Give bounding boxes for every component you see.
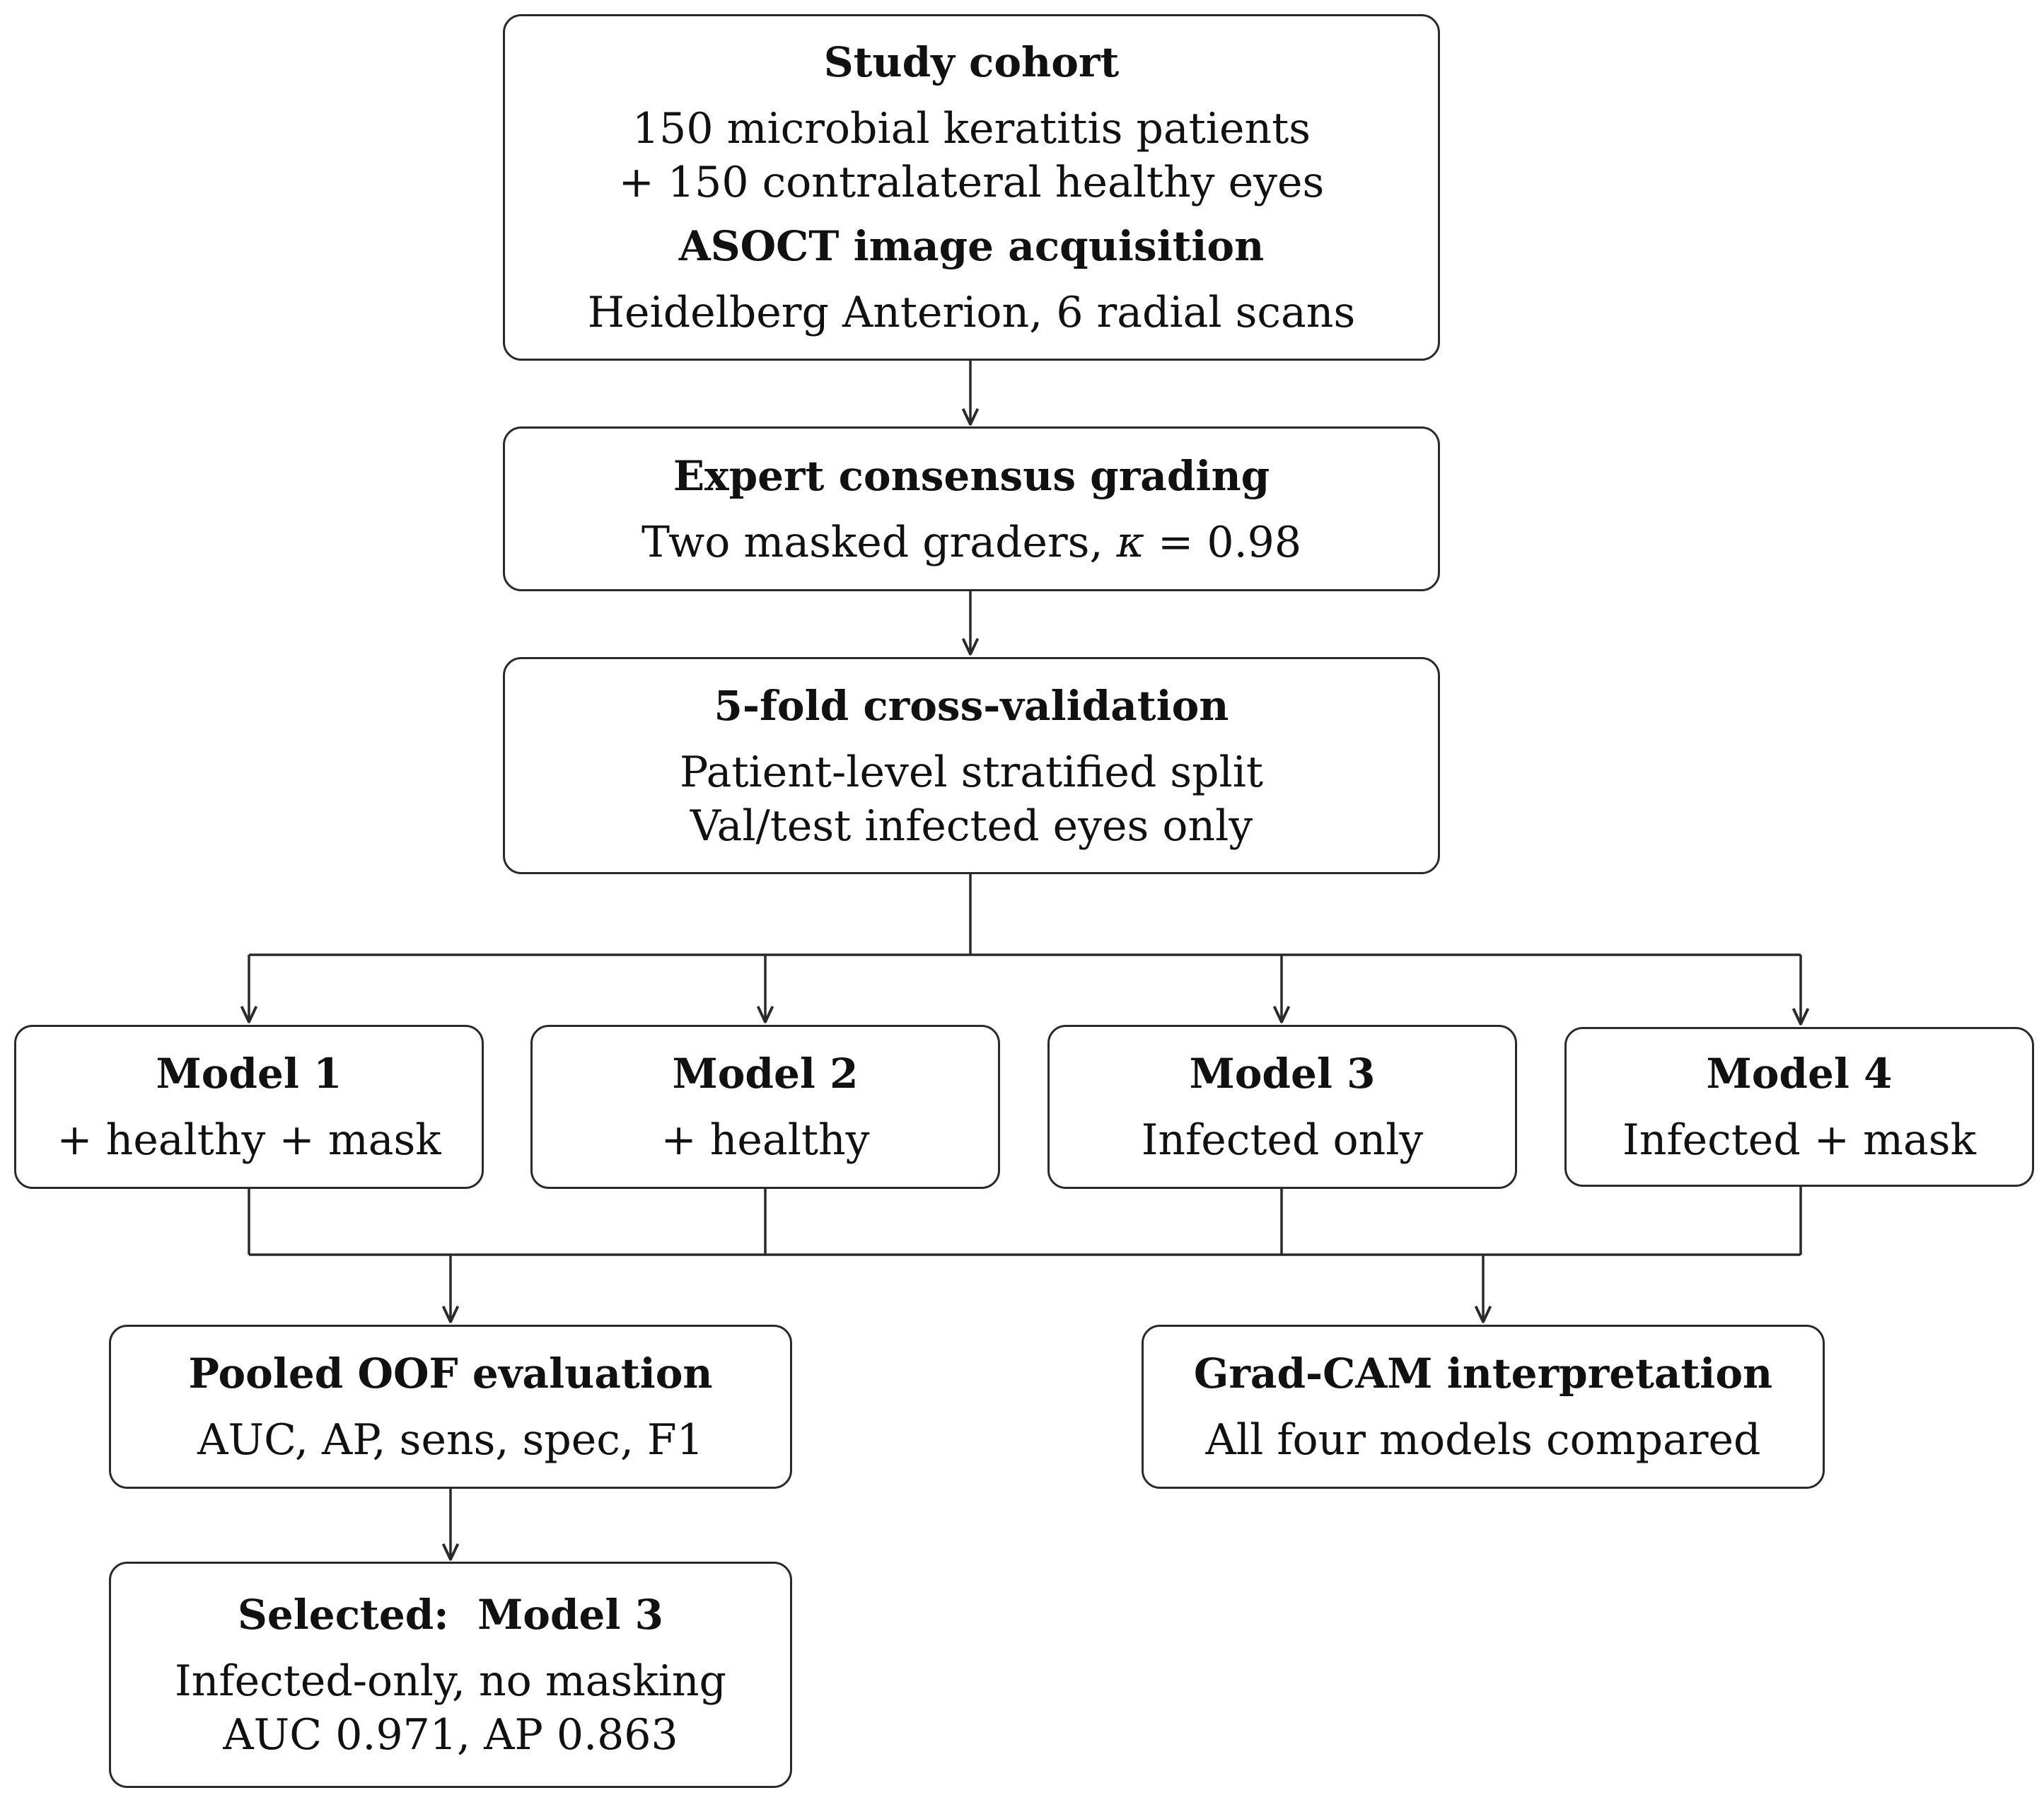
study-cohort-line-2: + 150 contralateral healthy eyes xyxy=(618,158,1325,207)
cross-validation-title: 5-fold cross-validation xyxy=(714,681,1229,730)
model-1-box: Model 1 + healthy + mask xyxy=(14,1025,484,1189)
model-3-box: Model 3 Infected only xyxy=(1047,1025,1517,1189)
study-cohort-line-1: 150 microbial keratitis patients xyxy=(632,104,1311,153)
gradcam-line: All four models compared xyxy=(1205,1415,1761,1465)
kappa-symbol: κ xyxy=(1116,517,1144,567)
model-4-title: Model 4 xyxy=(1706,1050,1893,1098)
selected-model-line-2: AUC 0.971, AP 0.863 xyxy=(223,1710,678,1760)
expert-grading-suffix: = 0.98 xyxy=(1144,517,1301,567)
model-2-title: Model 2 xyxy=(672,1050,859,1098)
asoct-acquisition-title: ASOCT image acquisition xyxy=(678,222,1265,270)
model-3-line: Infected only xyxy=(1141,1115,1424,1165)
model-4-line: Infected + mask xyxy=(1622,1115,1976,1165)
expert-grading-line: Two masked graders, κ = 0.98 xyxy=(641,516,1301,569)
model-2-line: + healthy xyxy=(661,1115,870,1165)
expert-grading-title: Expert consensus grading xyxy=(673,451,1270,500)
model-1-title: Model 1 xyxy=(156,1050,342,1098)
expert-grading-box: Expert consensus grading Two masked grad… xyxy=(503,426,1440,591)
model-4-box: Model 4 Infected + mask xyxy=(1564,1027,2034,1187)
gradcam-box: Grad-CAM interpretation All four models … xyxy=(1142,1325,1825,1489)
study-cohort-title: Study cohort xyxy=(823,38,1120,86)
expert-grading-prefix: Two masked graders, xyxy=(641,517,1117,567)
pooled-oof-line: AUC, AP, sens, spec, F1 xyxy=(197,1415,704,1465)
pooled-oof-title: Pooled OOF evaluation xyxy=(188,1349,713,1398)
asoct-acquisition-line: Heidelberg Anterion, 6 radial scans xyxy=(587,288,1356,337)
cross-validation-line-1: Patient-level stratified split xyxy=(680,747,1263,797)
pooled-oof-box: Pooled OOF evaluation AUC, AP, sens, spe… xyxy=(109,1325,792,1489)
selected-model-title: Selected: Model 3 xyxy=(237,1591,663,1639)
gradcam-title: Grad-CAM interpretation xyxy=(1193,1349,1773,1398)
model-2-box: Model 2 + healthy xyxy=(530,1025,1000,1189)
model-3-title: Model 3 xyxy=(1189,1050,1376,1098)
cross-validation-line-2: Val/test infected eyes only xyxy=(690,801,1253,851)
study-cohort-box: Study cohort 150 microbial keratitis pat… xyxy=(503,14,1440,361)
selected-model-line-1: Infected-only, no masking xyxy=(175,1656,726,1706)
model-1-line: + healthy + mask xyxy=(57,1115,441,1165)
cross-validation-box: 5-fold cross-validation Patient-level st… xyxy=(503,657,1440,874)
selected-model-box: Selected: Model 3 Infected-only, no mask… xyxy=(109,1562,792,1788)
